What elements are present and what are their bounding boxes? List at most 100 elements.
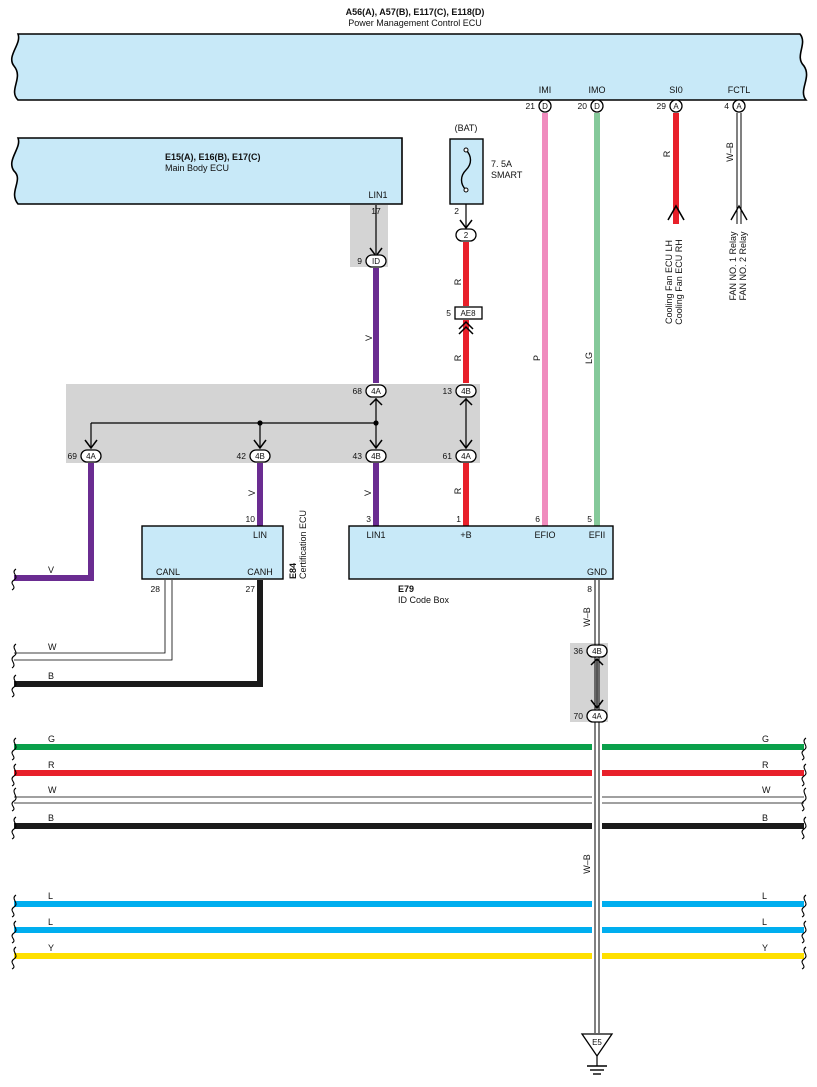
cert-lin-num: 10 <box>246 514 256 524</box>
j68-conn: 4A <box>371 387 381 396</box>
fan-relay-2-label: FAN NO. 2 Relay <box>738 231 748 301</box>
j13-arrow <box>459 397 473 406</box>
pmc-pin-connectors: 21 D 20 D 29 A 4 A <box>526 99 746 113</box>
gnd-junction: 36 4B 70 4A <box>574 644 608 723</box>
fuse-name: SMART <box>491 170 523 180</box>
label-h-y-left: Y <box>48 943 54 953</box>
cert-ecu-code: E84 <box>288 563 298 579</box>
idbox-b-num: 1 <box>456 514 461 524</box>
j42-arrow <box>253 439 267 450</box>
j42-num: 42 <box>237 451 247 461</box>
cert-canl-label: CANL <box>156 567 180 577</box>
label-h-r-left: R <box>48 760 55 770</box>
pin-imo-conn-label: D <box>594 102 600 111</box>
main-body-pin-num: 17 <box>371 206 381 216</box>
label-v-main: V <box>364 335 374 341</box>
label-h-r-right: R <box>762 760 769 770</box>
wire-break-marks <box>11 568 807 970</box>
j43-conn: 4B <box>371 452 381 461</box>
idbox-efii-label: EFII <box>589 530 606 540</box>
label-h-v: V <box>48 565 54 575</box>
fuse-terminal-top <box>463 147 469 153</box>
cert-canh-num: 27 <box>246 584 256 594</box>
label-h-l1-left: L <box>48 891 53 901</box>
id-code-box-name: ID Code Box <box>398 595 450 605</box>
bat-fuse: (BAT) 7. 5A SMART 2 2 <box>449 123 523 242</box>
pin-imi-conn <box>538 99 552 113</box>
pin-fctl-label: FCTL <box>728 85 751 95</box>
main-body-ecu-name: Main Body ECU <box>165 163 229 173</box>
cert-ecu: 10 LIN CANL CANH 28 27 E84 Certification… <box>141 510 308 594</box>
fan-relay-1-label: FAN NO. 1 Relay <box>728 231 738 301</box>
idbox-b-label: +B <box>460 530 471 540</box>
cert-ecu-name: Certification ECU <box>298 510 308 579</box>
ae8-label: AE8 <box>460 309 476 318</box>
j61-conn: 4A <box>461 452 471 461</box>
j68-num: 68 <box>353 386 363 396</box>
cooling-fan-rh-label: Cooling Fan ECU RH <box>674 239 684 325</box>
label-h-l2-right: L <box>762 917 767 927</box>
j43-arrow <box>369 439 383 450</box>
label-p: P <box>532 355 542 361</box>
idbox-gnd-num: 8 <box>587 584 592 594</box>
arrow-fctl <box>730 204 748 221</box>
cooling-fan-lh-label: Cooling Fan ECU LH <box>664 240 674 324</box>
label-r-si0: R <box>662 150 672 157</box>
label-r-top: R <box>453 278 463 285</box>
id-connector <box>365 254 387 268</box>
pin-fctl-conn <box>732 99 746 113</box>
pmc-ecu-box <box>11 33 808 101</box>
idbox-efio-num: 6 <box>535 514 540 524</box>
j36-num: 36 <box>574 646 584 656</box>
arrow-fuse <box>459 219 473 230</box>
ae8-arrow-b <box>458 325 474 335</box>
j68-arrow <box>369 397 383 406</box>
label-v-cert: V <box>247 490 257 496</box>
pin-imi-conn-label: D <box>542 102 548 111</box>
label-h-g-left: G <box>48 734 55 744</box>
label-h-y-right: Y <box>762 943 768 953</box>
label-h-b-left: B <box>48 813 54 823</box>
pin-imi-label: IMI <box>539 85 552 95</box>
wire-v-left <box>14 463 94 581</box>
pin-imo-num: 20 <box>578 101 588 111</box>
cert-canl-num: 28 <box>151 584 161 594</box>
pin-imo-label: IMO <box>589 85 606 95</box>
label-r-mid: R <box>453 354 463 361</box>
label-r-bottom: R <box>453 487 463 494</box>
j69-conn: 4A <box>86 452 96 461</box>
bat-connector <box>455 228 477 242</box>
j13-conn: 4B <box>461 387 471 396</box>
wire-b-canh <box>14 580 263 687</box>
label-v-idbox: V <box>363 490 373 496</box>
cert-canh-label: CANH <box>247 567 273 577</box>
j69-num: 69 <box>68 451 78 461</box>
j13-connector <box>455 384 477 398</box>
pin-si0-label: SI0 <box>669 85 683 95</box>
id-code-box: 3 1 6 5 LIN1 +B EFIO EFII GND 8 E79 ID C… <box>348 514 614 605</box>
main-body-ecu: E15(A), E16(B), E17(C) Main Body ECU LIN… <box>11 137 403 205</box>
idbox-lin1-num: 3 <box>366 514 371 524</box>
junction-connectors: 68 4A 13 4B 69 4A 42 4B 43 4B 61 4A <box>68 384 477 463</box>
horizontal-wire-labels: V W B G G R R W W B B L L L L Y Y <box>48 565 771 953</box>
ground-triangle <box>580 1033 614 1058</box>
label-wb-gnd-top: W–B <box>582 607 592 627</box>
ground-symbol-icon: E5 <box>580 1033 614 1075</box>
fuse-terminal-bottom <box>463 187 469 193</box>
fuse-rating: 7. 5A <box>491 159 512 169</box>
j68-connector <box>365 384 387 398</box>
j69-connector <box>80 449 102 463</box>
id-code-box-rect <box>348 525 614 580</box>
pin-imi-num: 21 <box>526 101 536 111</box>
j69-arrow <box>84 439 98 450</box>
label-h-g-right: G <box>762 734 769 744</box>
pin-fctl-num: 4 <box>724 101 729 111</box>
label-wb-gnd-bottom: W–B <box>582 854 592 874</box>
bat-label: (BAT) <box>455 123 478 133</box>
j43-num: 43 <box>353 451 363 461</box>
idbox-lin1-label: LIN1 <box>366 530 385 540</box>
j42-conn: 4B <box>255 452 265 461</box>
id-connector-label: ID <box>372 257 380 266</box>
j43-connector <box>365 449 387 463</box>
